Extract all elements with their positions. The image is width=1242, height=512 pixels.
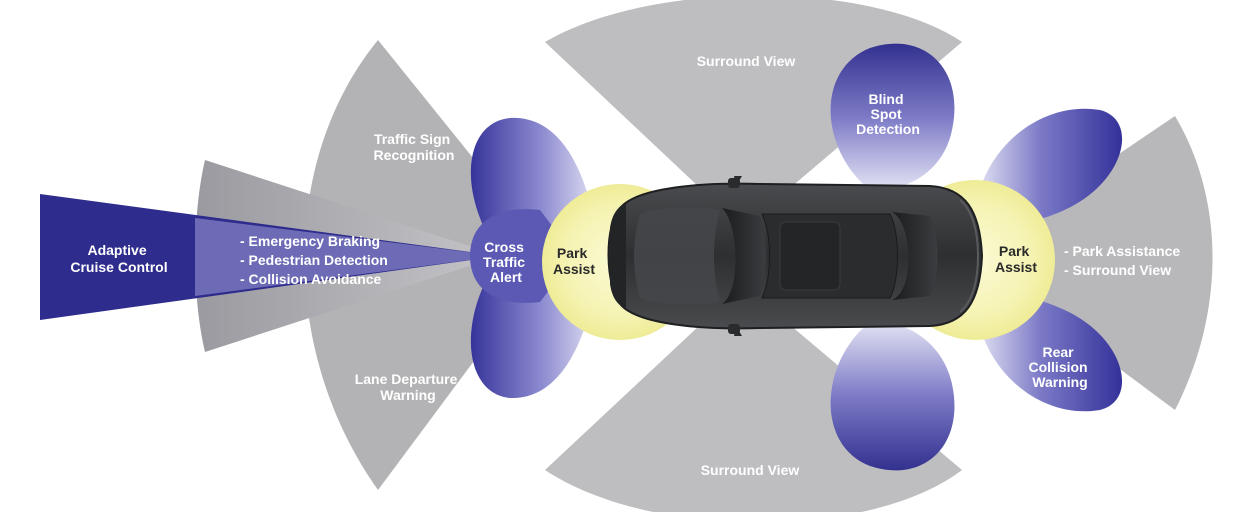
surround-view-bottom-label: Surround View: [701, 462, 800, 478]
long-range-radar-fade: [195, 218, 500, 296]
park-assist-front-label: Park Assist: [553, 245, 595, 277]
rear-camera-label: - Park Assistance - Surround View: [1064, 243, 1184, 278]
blind-spot-lobe-top: [830, 43, 955, 191]
surround-view-top-zone: [545, 0, 962, 188]
blind-spot-label: Blind Spot Detection: [856, 91, 920, 137]
surround-view-top-label: Surround View: [697, 53, 796, 69]
lane-departure-label: Lane Departure Warning: [355, 371, 462, 403]
rear-collision-label: Rear Collision Warning: [1028, 344, 1091, 390]
car-top-view: [607, 176, 984, 336]
surround-view-bottom-zone: [545, 325, 962, 512]
cross-traffic-label: Cross Traffic Alert: [483, 239, 529, 285]
park-assist-rear-label: Park Assist: [995, 243, 1037, 275]
traffic-sign-label: Traffic Sign Recognition: [374, 131, 455, 163]
front-radar-label: - Emergency Braking - Pedestrian Detecti…: [240, 233, 392, 287]
blind-spot-lobe-bottom: [830, 321, 955, 471]
adaptive-cruise-label: Adaptive Cruise Control: [70, 242, 167, 275]
rear-camera-zone: [968, 116, 1213, 410]
